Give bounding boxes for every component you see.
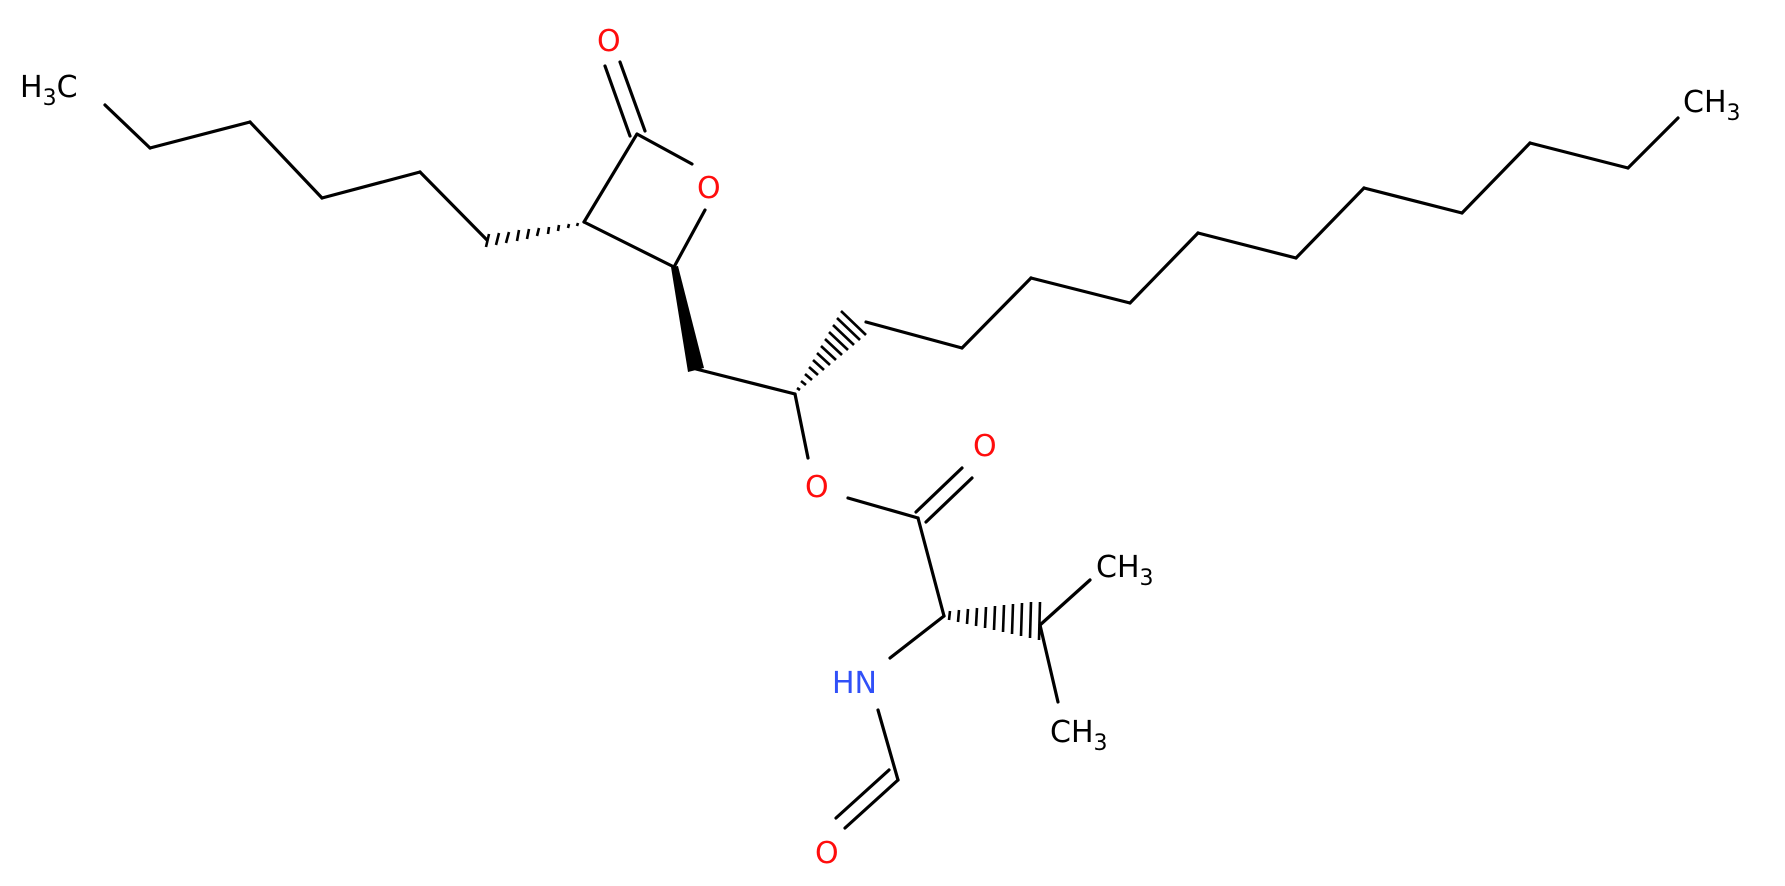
bond-ring-o-c4 bbox=[672, 208, 707, 269]
bond-chain-2 bbox=[960, 276, 1033, 350]
bond-chain-4 bbox=[1128, 231, 1200, 305]
bond-iso-up bbox=[1038, 578, 1092, 627]
bond-ring-c2-o bbox=[635, 132, 694, 166]
bond-cc-alpha bbox=[916, 516, 946, 618]
bond-alpha-n bbox=[888, 614, 946, 660]
label-lactone-carbonyl-o: O bbox=[597, 24, 621, 59]
bond-ch2-ch bbox=[694, 367, 797, 396]
bond-iso-down bbox=[1038, 623, 1060, 704]
label-ch3-lower: CH3 bbox=[1050, 715, 1108, 756]
bond-pentyl-5 bbox=[418, 170, 489, 242]
bond-lactone-co-a bbox=[603, 64, 632, 138]
bond-pentyl-3 bbox=[248, 120, 324, 200]
bond-chain-1 bbox=[864, 320, 964, 350]
bond-chain-5 bbox=[1196, 231, 1298, 260]
label-amide-n: HN bbox=[832, 666, 877, 701]
hashed-bond-c3 bbox=[484, 222, 580, 248]
bond-formyl-co-a bbox=[843, 778, 900, 830]
label-ch3-chain: CH3 bbox=[1683, 85, 1741, 126]
bond-chain-8 bbox=[1460, 141, 1532, 215]
bond-chain-9 bbox=[1528, 141, 1630, 170]
label-ring-o: O bbox=[697, 171, 721, 206]
hashed-bond-ch bbox=[796, 310, 867, 392]
bond-chain-6 bbox=[1294, 186, 1366, 260]
bond-lactone-co-b bbox=[618, 60, 647, 133]
bond-ring-c3-c2 bbox=[582, 132, 639, 224]
bond-ch-esterO bbox=[793, 392, 810, 460]
bond-formyl-co-b bbox=[834, 768, 891, 820]
wedge-bond-c4 bbox=[671, 266, 704, 372]
bond-n-formyl bbox=[876, 708, 900, 782]
bond-esterO-cc bbox=[846, 496, 920, 520]
label-formyl-o: O bbox=[815, 836, 839, 871]
label-ester-o: O bbox=[805, 470, 829, 505]
label-ch3-pentyl: H3C bbox=[20, 70, 78, 111]
bond-chain-3 bbox=[1029, 276, 1132, 305]
hashed-bond-alpha bbox=[947, 601, 1042, 641]
bond-ester-co-b bbox=[924, 476, 974, 524]
bond-chain-10 bbox=[1626, 116, 1680, 170]
bond-chain-7 bbox=[1362, 186, 1464, 215]
bond-ester-co-a bbox=[914, 466, 964, 514]
bond-ring-c4-c3 bbox=[582, 220, 676, 269]
bond-pentyl-1 bbox=[103, 103, 152, 150]
label-ester-carbonyl-o: O bbox=[973, 429, 997, 464]
bond-pentyl-2 bbox=[148, 120, 252, 150]
label-ch3-upper: CH3 bbox=[1096, 550, 1154, 591]
bond-pentyl-4 bbox=[320, 170, 422, 200]
